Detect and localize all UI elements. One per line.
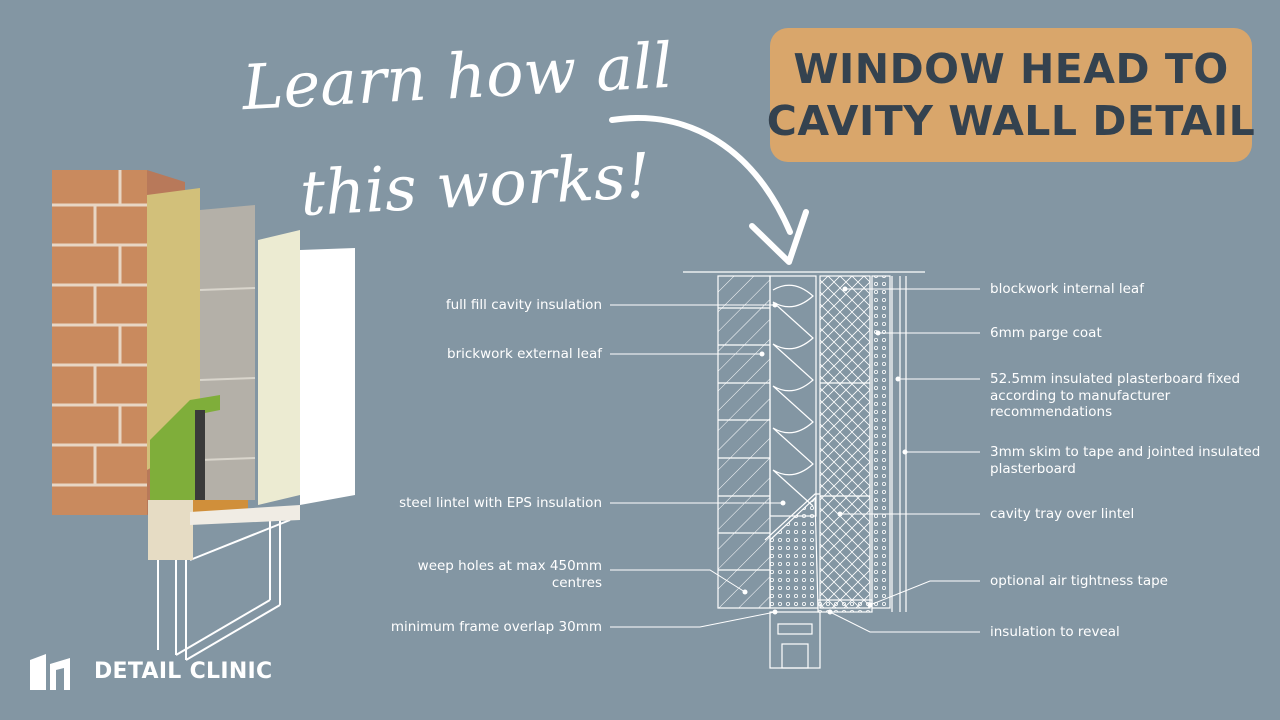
label-steel-lintel: steel lintel with EPS insulation <box>399 495 602 511</box>
leader-line <box>610 611 776 628</box>
brand: DETAIL CLINIC <box>28 650 272 692</box>
leader-line <box>829 611 980 633</box>
leader-line <box>869 580 980 606</box>
label-air-tightness-tape: optional air tightness tape <box>990 573 1168 589</box>
label-blockwork-internal-leaf: blockwork internal leaf <box>990 281 1144 297</box>
leader-dot <box>772 302 778 308</box>
leader-dot <box>772 609 778 615</box>
label-minimum-frame-overlap: minimum frame overlap 30mm <box>390 619 602 635</box>
title-box: WINDOW HEAD TO CAVITY WALL DETAIL <box>767 28 1255 162</box>
leader-dot <box>827 609 833 615</box>
label-parge-coat: 6mm parge coat <box>990 325 1102 341</box>
leader-dot <box>759 351 765 357</box>
leader-dot <box>875 330 881 336</box>
leader-dot <box>842 286 848 292</box>
leader-dot <box>837 511 843 517</box>
leader-dot <box>902 449 908 455</box>
leader-dot <box>895 376 901 382</box>
leader-dot <box>867 602 873 608</box>
label-cavity-tray: cavity tray over lintel <box>990 506 1135 522</box>
label-brickwork-external-leaf: brickwork external leaf <box>447 346 602 362</box>
leader-dot <box>780 500 786 506</box>
title-line-2: CAVITY WALL DETAIL <box>766 97 1256 145</box>
label-insulation-to-reveal: insulation to reveal <box>990 624 1120 640</box>
brand-name: DETAIL CLINIC <box>94 658 273 684</box>
window-frame-lines <box>157 519 291 661</box>
leader-line <box>610 569 746 593</box>
building-logo-icon <box>30 654 70 690</box>
label-skim-coat: 3mm skim to tape and jointed insulated p… <box>990 444 1261 477</box>
label-weep-holes: weep holes at max 450mm centres <box>417 558 602 591</box>
label-full-fill-cavity-insulation: full fill cavity insulation <box>445 297 602 313</box>
label-insulated-plasterboard: 52.5mm insulated plasterboard fixed acco… <box>990 371 1241 420</box>
title-line-1: WINDOW HEAD TO <box>793 45 1229 93</box>
leader-dot <box>742 589 748 595</box>
